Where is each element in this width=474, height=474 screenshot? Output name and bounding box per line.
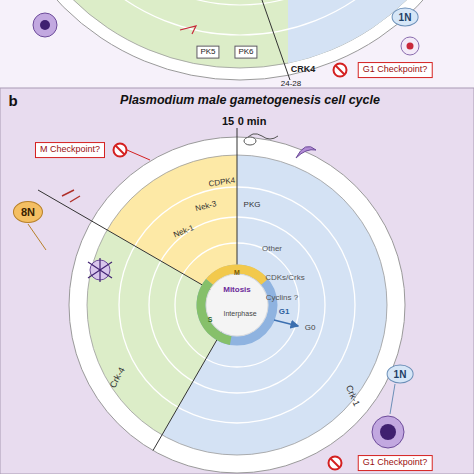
cell-icon: [244, 137, 256, 145]
checkpoint-box: G1 Checkpoint?: [358, 455, 433, 471]
checkpoint-pointer: [127, 150, 150, 160]
figure-title-text: Plasmodium male gametogenesis cell cycle: [120, 93, 380, 107]
phase-label-text: M: [234, 269, 240, 276]
cycle-rim: [0, 0, 474, 80]
ring-label-text: Other: [262, 244, 282, 253]
cell-icon: [401, 37, 419, 55]
no-sign-bar: [116, 146, 125, 155]
no-sign: [329, 457, 342, 470]
ploidy-bubble: 8N: [13, 201, 43, 223]
nucleus-icon: [40, 20, 50, 30]
red-arrow: [62, 190, 80, 202]
kinase-box: PK6: [234, 46, 257, 59]
g1-hub-arc: [201, 269, 273, 341]
phase-label-text: Interphase: [223, 310, 256, 317]
time-divider: [262, 0, 290, 80]
kinase-label: PKG: [244, 201, 261, 210]
no-sign-ring: [114, 144, 127, 157]
phase-label-text: S: [208, 316, 213, 323]
no-sign: [114, 144, 127, 157]
phase-label-text: G0: [305, 323, 316, 332]
kinase-box: PK5: [196, 46, 219, 59]
ploidy-bubble: 1N: [387, 365, 414, 384]
phase-label: G0: [305, 324, 316, 333]
kinase-label-text: PKG: [244, 200, 261, 209]
panel-letter: b: [8, 93, 17, 110]
time-label-text: 24-28: [281, 79, 301, 88]
ploidy-bubble: 1N: [392, 8, 419, 27]
bubble-pointer: [390, 384, 395, 414]
nucleus-icon: [407, 43, 414, 50]
figure-title: Plasmodium male gametogenesis cell cycle: [120, 94, 380, 108]
interphase-sector: [2, 0, 474, 68]
ring-label: CDKs/Crks: [265, 274, 305, 283]
phase-label-text: Mitosis: [223, 285, 251, 294]
no-sign-bar: [331, 459, 340, 468]
ring-line: [65, 0, 415, 5]
phase-label: S: [208, 316, 213, 324]
kinase-label-text: CRK4: [291, 64, 316, 74]
spindle-line: [99, 258, 100, 282]
node-text: PK5: [200, 47, 215, 56]
kinase-label: CRK4: [291, 65, 316, 75]
phase-label-text: G1: [279, 307, 290, 316]
ring-line: [35, 0, 445, 35]
node-text: 8N: [21, 206, 35, 218]
node-text: M Checkpoint?: [40, 144, 100, 154]
ring-label-text: CDKs/Crks: [265, 273, 305, 282]
node-text: G1 Checkpoint?: [363, 457, 428, 467]
phase-label: M: [234, 269, 240, 277]
phase-label: Interphase: [223, 310, 256, 318]
checkpoint-box: G1 Checkpoint?: [358, 62, 433, 78]
panel-b-background: [0, 88, 474, 474]
g0-arrow: [274, 320, 298, 326]
time-label: 0 min: [238, 115, 267, 127]
time-label: 24-28: [281, 80, 301, 89]
cell-icon: [33, 13, 57, 37]
no-sign-bar: [336, 66, 345, 75]
ring-label: Other: [262, 245, 282, 254]
no-sign: [334, 64, 347, 77]
ring-label: Cyclins ?: [266, 294, 298, 303]
interphase-sector: [87, 230, 237, 435]
bubble-pointer: [28, 224, 46, 250]
cell-icon: [372, 416, 404, 448]
panel-letter-text: b: [8, 92, 17, 109]
node-text: PK6: [238, 47, 253, 56]
no-sign-ring: [329, 457, 342, 470]
hub-center: [206, 274, 268, 336]
phase-label: G1: [279, 308, 290, 317]
red-arrow: [180, 26, 196, 34]
time-label-text: 15: [222, 115, 234, 127]
spindle-cell-icon: [88, 258, 112, 282]
ring-label-text: Cyclins ?: [266, 293, 298, 302]
time-label: 15: [222, 115, 234, 127]
node-text: 1N: [394, 369, 407, 380]
node-text: G1 Checkpoint?: [363, 64, 428, 74]
phase-label: Mitosis: [223, 286, 251, 295]
checkpoint-box: M Checkpoint?: [35, 142, 105, 158]
no-sign-ring: [334, 64, 347, 77]
g1-sector: [288, 0, 474, 90]
nucleus-icon: [380, 424, 396, 440]
node-text: 1N: [399, 12, 412, 23]
gamete-icon: [296, 146, 316, 158]
time-label-text: 0 min: [238, 115, 267, 127]
